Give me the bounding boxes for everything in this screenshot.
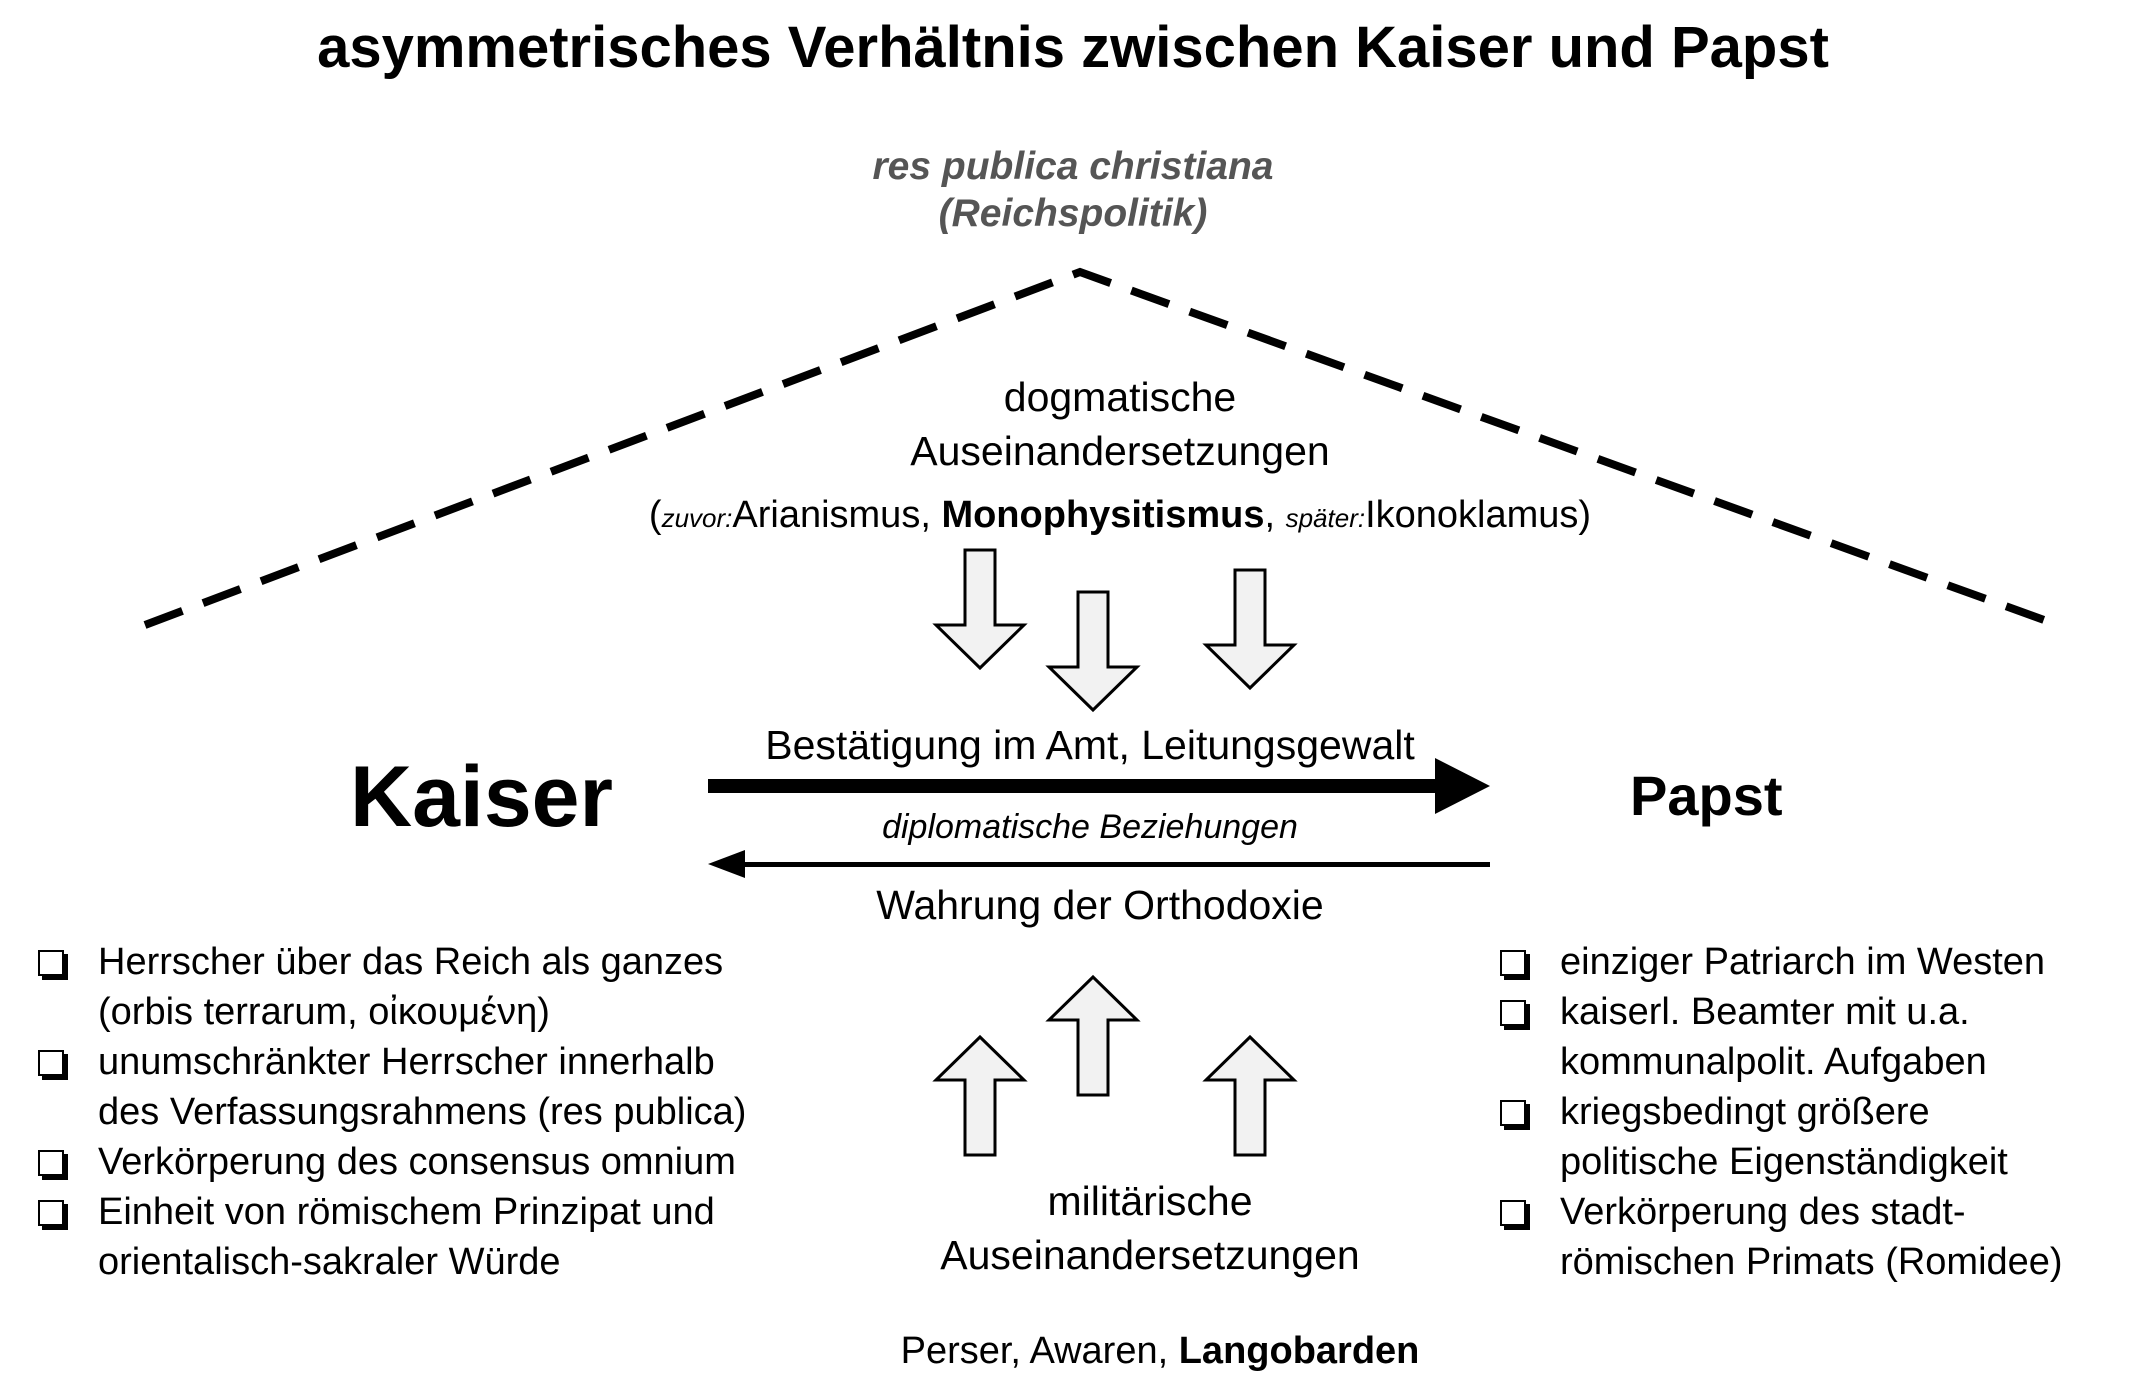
checkbox-bullet-icon (38, 1200, 64, 1226)
military-enemies-bold: Langobarden (1178, 1330, 1420, 1372)
list-item-line2: römischen Primats (Romidee) (1560, 1241, 2063, 1283)
down-arrow-right (1202, 568, 1298, 691)
checkbox-bullet-icon (1500, 950, 1526, 976)
dogma-spaeter-label: später: (1285, 503, 1366, 533)
checkbox-bullet-icon (1500, 1100, 1526, 1126)
up-arrow-left (932, 1034, 1028, 1157)
kaiser-heading: Kaiser (350, 749, 613, 845)
list-item: Verkörperung des stadt-römischen Primats… (1492, 1187, 2142, 1287)
list-item: kaiserl. Beamter mit u.a. kommunalpolit. … (1492, 987, 2142, 1087)
down-arrow-left (932, 548, 1028, 671)
papst-attributes-list: einziger Patriarch im Westen kaiserl. Be… (1492, 937, 2142, 1287)
arrow-papst-to-kaiser (708, 850, 1490, 878)
list-item: unumschränkter Herrscher innerhalb des Ve… (30, 1037, 850, 1137)
list-item: einziger Patriarch im Westen (1492, 937, 2142, 987)
dogma-zuvor-label: zuvor: (661, 503, 733, 533)
list-item-line2: des Verfassungsrahmens (res publica) (98, 1091, 747, 1133)
list-item-line1: einziger Patriarch im Westen (1560, 941, 2046, 983)
dogma-comma: , (1264, 494, 1286, 536)
list-item: Einheit von römischem Prinzipat und orien… (30, 1187, 850, 1287)
arrow-top-label: Bestätigung im Amt, Leitungsgewalt (765, 722, 1415, 768)
list-item-line2: (orbis terrarum, οἰκουμένη) (98, 991, 550, 1033)
list-item-line1: Verkörperung des consensus omnium (98, 1141, 736, 1183)
list-item-line1: Verkörperung des stadt- (1560, 1191, 1966, 1233)
list-item: Verkörperung des consensus omnium (30, 1137, 850, 1187)
down-arrow-middle (1045, 590, 1141, 713)
military-line1: militärische (1047, 1178, 1253, 1224)
checkbox-bullet-icon (38, 1050, 64, 1076)
dogma-examples: (zuvor:Arianismus, Monophysitismus, spät… (560, 494, 1680, 537)
list-item-line2: kommunalpolit. Aufgaben (1560, 1041, 1987, 1083)
military-enemies-plain: Perser, Awaren, (900, 1330, 1179, 1372)
roof-dashed-line (143, 267, 2060, 629)
up-arrow-middle (1045, 974, 1141, 1097)
diagram-title: asymmetrisches Verhältnis zwischen Kaise… (317, 15, 1829, 80)
dogma-ikonoklamus: Ikonoklamus) (1365, 494, 1592, 536)
list-item-line1: unumschränkter Herrscher innerhalb (98, 1041, 715, 1083)
arrow-middle-label: diplomatische Beziehungen (882, 808, 1298, 846)
list-item-line1: kaiserl. Beamter mit u.a. (1560, 991, 1970, 1033)
dogma-monophysitismus: Monophysitismus (941, 494, 1265, 536)
list-item-line1: kriegsbedingt größere (1560, 1091, 1930, 1133)
up-arrow-right (1202, 1034, 1298, 1157)
dogma-open-paren: ( (648, 494, 662, 536)
papst-heading: Papst (1630, 764, 1783, 827)
arrow-bottom-label: Wahrung der Orthodoxie (876, 882, 1324, 928)
checkbox-bullet-icon (1500, 1000, 1526, 1026)
arrow-kaiser-to-papst (708, 758, 1490, 814)
list-item-line1: Herrscher über das Reich als ganzes (98, 941, 724, 983)
dogma-line2: Auseinandersetzungen (910, 428, 1330, 474)
list-item-line2: politische Eigenständigkeit (1560, 1141, 2008, 1183)
checkbox-bullet-icon (38, 950, 64, 976)
list-item-line2: orientalisch-sakraler Würde (98, 1241, 561, 1283)
list-item: Herrscher über das Reich als ganzes (orbi… (30, 937, 850, 1037)
dogma-arianismus: Arianismus, (732, 494, 942, 536)
list-item: kriegsbedingt größere politische Eigenstä… (1492, 1087, 2142, 1187)
checkbox-bullet-icon (1500, 1200, 1526, 1226)
kaiser-attributes-list: Herrscher über das Reich als ganzes (orbi… (30, 937, 850, 1287)
military-enemies: Perser, Awaren, Langobarden (760, 1330, 1560, 1373)
dogma-line1: dogmatische (1003, 374, 1237, 420)
list-item-line1: Einheit von römischem Prinzipat und (98, 1191, 715, 1233)
military-line2: Auseinandersetzungen (940, 1232, 1360, 1278)
roof-label-line1: res publica christiana (872, 145, 1274, 188)
roof-label-line2: (Reichspolitik) (938, 192, 1208, 235)
checkbox-bullet-icon (38, 1150, 64, 1176)
